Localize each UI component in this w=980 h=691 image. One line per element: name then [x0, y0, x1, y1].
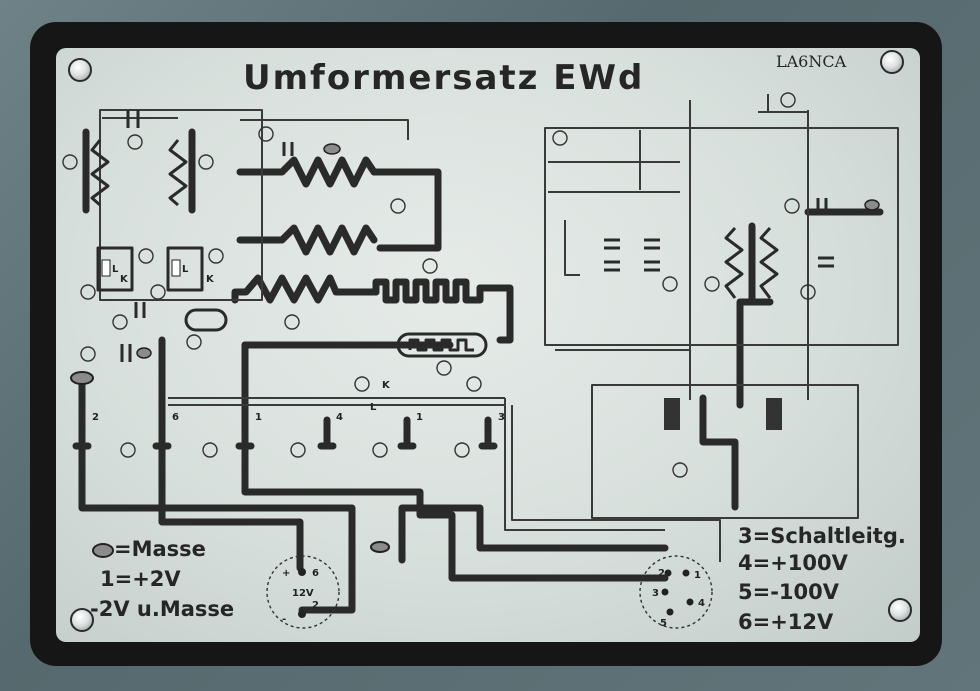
legend-plus12v: 6=+12V — [738, 610, 834, 634]
screw-bottom-right-icon — [888, 598, 912, 622]
connector-left-pin-a: 6 — [312, 568, 319, 579]
ground-bottom-icon — [370, 541, 390, 553]
choke-cores — [82, 128, 196, 214]
legend-plus2v: 1=+2V — [100, 567, 181, 591]
legend-minus100v: 5=-100V — [738, 580, 840, 604]
connector-left-icon — [266, 555, 340, 629]
choke-16-right-icon — [168, 139, 188, 207]
capacitor-13b-icon — [644, 238, 660, 272]
relay-coil-left — [101, 259, 111, 277]
screw-top-right-icon — [880, 50, 904, 74]
ground-18-icon — [136, 347, 152, 359]
callsign-label: LA6NCA — [776, 52, 847, 71]
relay-right-k-label: K — [206, 274, 215, 285]
connector-right-pin-1 — [682, 569, 690, 577]
ballast-tube-5-icon — [396, 332, 488, 358]
filter-box — [99, 109, 263, 301]
legend-masse: =Masse — [92, 537, 206, 561]
relay-20-left-icon — [96, 246, 134, 292]
legend-masse-text: =Masse — [114, 537, 206, 561]
relay-21-k-label: K — [382, 380, 391, 391]
vibrator-right-icon — [766, 398, 782, 430]
transformer-secondary-icon — [759, 226, 779, 299]
plate-title: Umformersatz EWd — [243, 58, 645, 98]
connector-right-pin-5 — [666, 608, 674, 616]
pin-label-6: 6 — [172, 412, 179, 423]
wire-ground — [78, 381, 356, 614]
vibrator-box — [591, 384, 859, 519]
transformer-primary-icon — [724, 226, 744, 299]
relay-coil-right — [171, 259, 181, 277]
ground-legend-icon — [92, 542, 114, 558]
capacitor-13a-icon — [604, 238, 620, 272]
pin-label-1b: 1 — [416, 412, 423, 423]
capacitor-7-icon — [282, 142, 294, 156]
connector-right-label-4: 4 — [698, 598, 705, 609]
capacitor-18-icon — [120, 344, 132, 362]
resistor-4-icon — [372, 278, 484, 304]
ground-7-icon — [323, 143, 341, 155]
relay-20-right-icon — [166, 246, 204, 292]
connector-left-pin-2 — [298, 610, 306, 618]
connector-right-label-3: 3 — [652, 588, 659, 599]
relay-right-l-label: L — [182, 264, 189, 275]
wire-plus2v — [241, 341, 669, 582]
vibrator-left-icon — [664, 398, 680, 430]
part-numbers — [62, 92, 816, 478]
fuse-row — [72, 416, 498, 450]
wire-resistor-loop — [476, 284, 514, 344]
control-bus — [168, 397, 505, 406]
connector-left-voltage: 12V — [292, 588, 314, 599]
screw-top-left-icon — [68, 58, 92, 82]
wire-filter-13 — [555, 220, 691, 351]
connector-left-pin-6 — [298, 568, 306, 576]
legend-minus2v: -2V u.Masse — [90, 597, 235, 621]
ground-left-icon — [70, 371, 94, 385]
relay-left-l-label: L — [112, 264, 119, 275]
pin-label-2: 2 — [92, 412, 99, 423]
connector-left-plus: + — [282, 568, 290, 579]
wire-cap-7 — [240, 119, 409, 140]
rectifier-box — [544, 127, 899, 346]
wire-output — [699, 394, 739, 509]
ground-9-icon — [864, 199, 880, 211]
control-bus-out — [504, 398, 721, 562]
connector-right-icon — [639, 555, 713, 629]
resistor-3-icon — [231, 274, 380, 304]
capacitor-14-icon — [126, 110, 140, 128]
inductor-8b-icon — [236, 224, 378, 256]
wire-return — [398, 504, 669, 564]
connector-right-pin-2 — [664, 569, 672, 577]
choke-16-left-icon — [90, 139, 110, 207]
connector-right-pin-3 — [661, 588, 669, 596]
screw-bottom-left-icon — [70, 608, 94, 632]
legend-plus100v: 4=+100V — [738, 551, 848, 575]
capacitor-17-icon — [134, 302, 146, 318]
connector-left-minus: - — [282, 614, 286, 625]
wire-12v — [158, 336, 304, 572]
connector-left-pin-b: 2 — [312, 600, 319, 611]
relay-left-k-label: K — [120, 274, 129, 285]
legend-schaltleitung: 3=Schaltleitg. — [738, 524, 906, 548]
capacitor-9-icon — [816, 198, 828, 214]
motor-2-icon — [184, 308, 228, 332]
connector-right-label-2: 2 — [658, 568, 665, 579]
connector-right-pin-4 — [686, 598, 694, 606]
inductor-8-icon — [236, 156, 442, 252]
switch-22 — [758, 94, 808, 113]
relay-21-l-label: L — [370, 402, 377, 413]
pin-label-4: 4 — [336, 412, 343, 423]
pin-label-1: 1 — [255, 412, 262, 423]
ballast-element — [408, 338, 474, 352]
wire-trafo — [736, 298, 774, 409]
connector-right-label-5: 5 — [660, 618, 667, 629]
pin-label-3: 3 — [498, 412, 505, 423]
capacitor-11-icon — [818, 256, 834, 268]
connector-right-label-1: 1 — [694, 570, 701, 581]
wire-block-15 — [548, 130, 680, 193]
